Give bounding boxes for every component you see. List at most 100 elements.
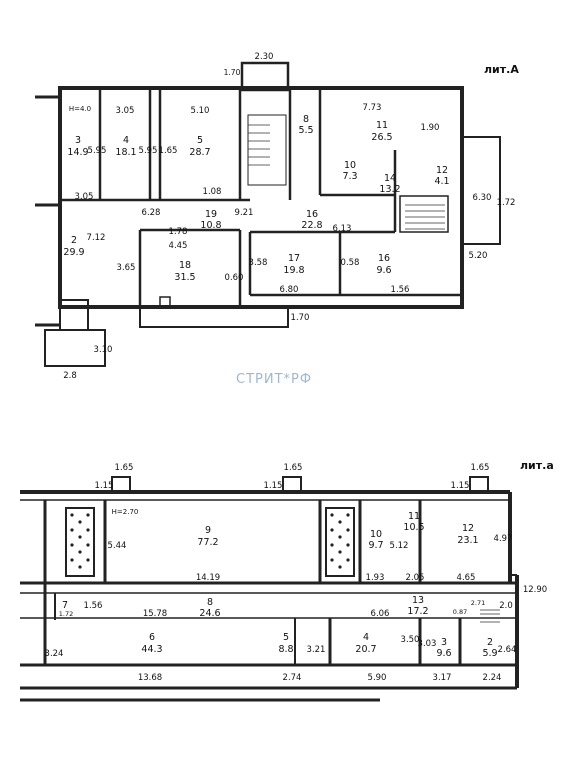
dimension-label: 7.73 — [363, 103, 382, 113]
dimension-label: 0.87 — [453, 608, 467, 616]
dimension-label: 2.74 — [283, 673, 302, 683]
room-area: 9.6 — [376, 265, 391, 276]
room-number: 3 — [441, 637, 447, 648]
dimension-label: 1.15 — [264, 481, 283, 491]
dimension-label: 4.45 — [169, 241, 188, 251]
room-number: 13 — [412, 595, 424, 606]
dimension-label: 1.15 — [95, 481, 114, 491]
dimension-label: 3.05 — [116, 106, 135, 116]
room-area: 9.6 — [436, 648, 451, 659]
dimension-label: 3.50 — [401, 635, 420, 645]
dimension-label: 3.05 — [75, 192, 94, 202]
room-number: 6 — [149, 632, 155, 643]
dimension-label: 5.90 — [368, 673, 387, 683]
dimension-label: 6.28 — [142, 208, 161, 218]
room-number: 10 — [344, 160, 356, 171]
room-area: 24.6 — [199, 608, 220, 619]
room-number: 10 — [370, 529, 382, 540]
room-area: 8.8 — [278, 644, 293, 655]
room-number: 8 — [303, 114, 309, 125]
dimension-label: 2.8 — [63, 371, 77, 381]
dimension-label: 3.65 — [117, 263, 136, 273]
room-number: 7 — [62, 600, 68, 611]
dimension-label: 5.95 — [88, 146, 107, 156]
dimension-label: 1.65 — [284, 463, 303, 473]
room-area: 23.1 — [457, 535, 478, 546]
dimension-label: 5.95 — [139, 146, 158, 156]
room-number: 8 — [207, 597, 213, 608]
dimension-label: 5.44 — [108, 541, 127, 551]
room-number: 11 — [408, 511, 420, 522]
room-area: 28.7 — [189, 147, 210, 158]
plan-lower: лит.а 9 77.2 10 9.7 11 10.5 12 23.1 7 8 … — [20, 459, 554, 702]
dimension-label: 2.24 — [483, 673, 502, 683]
room-number: 2 — [71, 235, 77, 246]
dimension-label: 1.15 — [451, 481, 470, 491]
plan-title: лит.а — [520, 459, 554, 472]
bottom-bump — [139, 306, 289, 328]
dimension-label: 1.70 — [224, 68, 241, 77]
dimension-label: 4.65 — [457, 573, 476, 583]
stair-tower — [240, 61, 290, 92]
outer-wall-upper — [58, 86, 464, 309]
dimension-label: 2.71 — [471, 599, 485, 607]
room-number: 12 — [462, 523, 474, 534]
dimension-label: 2.64 — [498, 645, 517, 655]
room-area: 44.3 — [141, 644, 162, 655]
dimension-label: 1.70 — [291, 313, 310, 323]
room-number: 11 — [376, 120, 388, 131]
dimension-label: 1.08 — [203, 187, 222, 197]
room-area: 77.2 — [197, 537, 218, 548]
dimension-label: 14.19 — [196, 573, 220, 583]
room-number: 19 — [205, 209, 217, 220]
room-area: 10.5 — [403, 522, 424, 533]
dimension-label: 3.10 — [94, 345, 113, 355]
room-number: 5 — [197, 135, 203, 146]
room-area: 13.2 — [379, 184, 400, 195]
room-number: 12 — [436, 165, 448, 176]
dimension-label: 2.05 — [406, 573, 425, 583]
dimension-label: 3.58 — [249, 258, 268, 268]
dimension-label: 4.97 — [494, 534, 513, 544]
room-area: 22.8 — [301, 220, 322, 231]
dimension-label: 1.65 — [471, 463, 490, 473]
plan-title: лит.А — [484, 63, 519, 76]
dimension-label: 12.90 — [523, 585, 547, 595]
dimension-label: 15.78 — [143, 609, 167, 619]
room-number: 3 — [75, 135, 81, 146]
room-area: 18.1 — [115, 147, 136, 158]
dimension-label: 1.56 — [84, 601, 103, 611]
dimension-label: 0.60 — [225, 273, 244, 283]
dimension-label: 5.12 — [390, 541, 409, 551]
room-area: 10.8 — [200, 220, 221, 231]
dimension-label: 3.03 — [418, 639, 437, 649]
watermark: СТРИТ*РФ — [236, 372, 313, 387]
dimension-label: 3.17 — [433, 673, 452, 683]
room-number: 2 — [487, 637, 493, 648]
dimension-label: 1.93 — [366, 573, 385, 583]
room-area: 14.9 — [67, 147, 88, 158]
dimension-label: 1.72 — [497, 198, 516, 208]
dimension-label: 1.72 — [59, 610, 73, 618]
dimension-label: 5.20 — [469, 251, 488, 261]
dimension-label: 6.30 — [473, 193, 492, 203]
dimension-label: 1.56 — [391, 285, 410, 295]
dimension-label: 3.21 — [307, 645, 326, 655]
room-area: 4.1 — [434, 176, 449, 187]
dimension-label: 5.10 — [191, 106, 210, 116]
dimension-label: 1.65 — [115, 463, 134, 473]
dimension-label: H=4.0 — [69, 105, 91, 113]
dimension-label: 2.30 — [255, 52, 274, 62]
room-area: 26.5 — [371, 132, 392, 143]
dimension-label: 9.21 — [235, 208, 254, 218]
room-number: 9 — [205, 525, 211, 536]
dimension-label: 2.0 — [499, 601, 513, 611]
right-annex — [461, 136, 501, 245]
dimension-label: 1.78 — [169, 227, 188, 237]
room-number: 16 — [378, 253, 390, 264]
room-area: 5.9 — [482, 648, 497, 659]
dimension-label: 7.12 — [87, 233, 106, 243]
dimension-label: 1.65 — [159, 146, 178, 156]
room-area: 17.2 — [407, 606, 428, 617]
